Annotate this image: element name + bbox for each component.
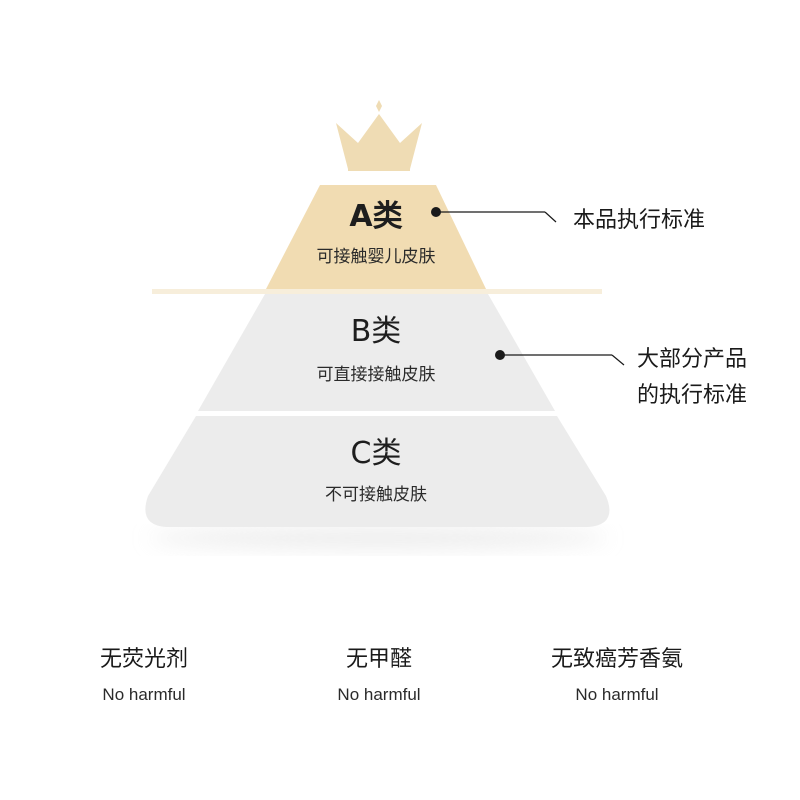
callout-a-connector [431,207,557,223]
tier-a-title: A类 [349,199,403,234]
callout-b-line1: 大部分产品 [637,347,748,372]
feature-en-label: No harmful [575,685,659,704]
divider-ab [152,289,602,294]
callout-b-connector [495,350,625,366]
tier-a-subtitle: 可接触婴儿皮肤 [316,247,436,267]
feature-cn-label: 无荧光剂 [99,647,188,672]
feature-en-label: No harmful [337,685,421,704]
tier-a-shape [266,185,486,289]
feature-item: 无致癌芳香氨 No harmful [507,645,727,707]
divider-bc [190,411,562,416]
feature-cn-label: 无甲醛 [345,647,412,672]
tier-b-shape [198,294,555,411]
feature-en-label: No harmful [102,685,186,704]
feature-item: 无甲醛 No harmful [269,645,489,707]
crown-icon [336,100,422,171]
callout-b-line2: 的执行标准 [637,383,748,408]
tier-b-subtitle: 可直接接触皮肤 [316,365,436,385]
tier-c-title: C类 [350,436,402,471]
callout-a-text: 本品执行标准 [573,208,706,233]
feature-cn-label: 无致癌芳香氨 [550,647,683,672]
tier-b-title: B类 [350,314,402,349]
tier-c-shape [145,416,610,527]
pyramid-shadow [148,528,608,548]
tier-c-subtitle: 不可接触皮肤 [325,485,427,505]
feature-item: 无荧光剂 No harmful [34,645,254,707]
